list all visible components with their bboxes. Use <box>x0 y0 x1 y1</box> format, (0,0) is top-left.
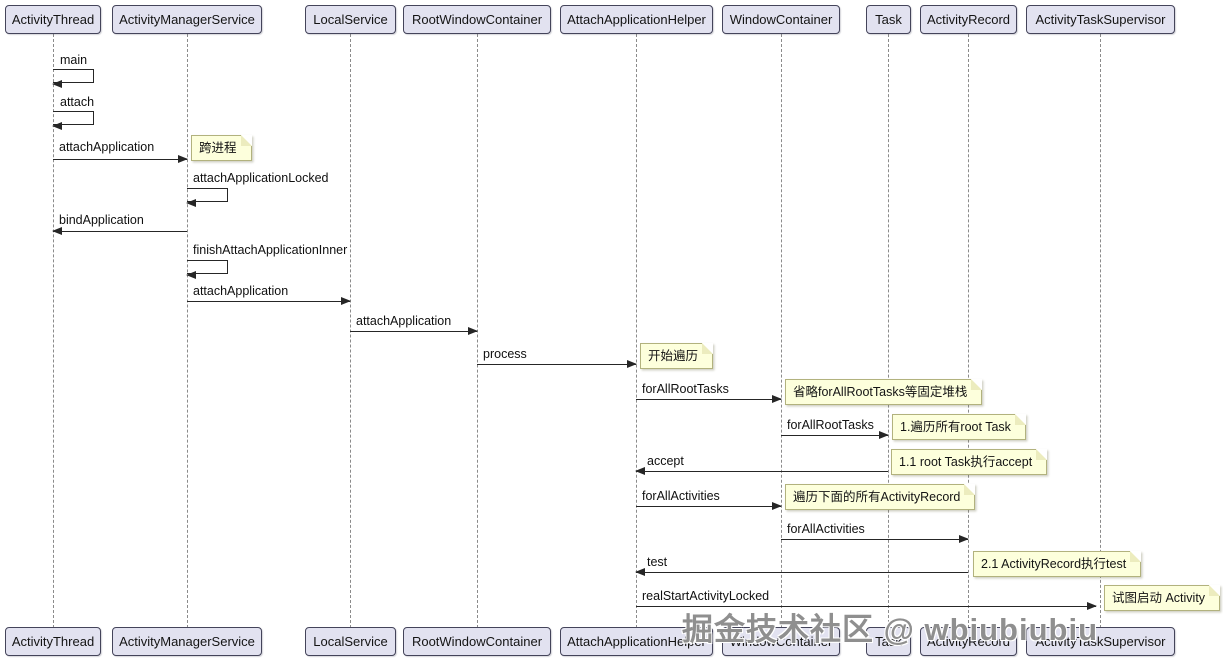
message-label-bindapplication: bindApplication <box>59 213 144 227</box>
note-root-task-accept: 1.1 root Task执行accept <box>891 449 1048 475</box>
participant-activitytasksupervisor-top: ActivityTaskSupervisor <box>1026 5 1175 34</box>
lifeline-attachapplicationhelper <box>636 34 637 628</box>
arrow-forallactivities-2 <box>781 535 969 543</box>
note-try-start-activity: 试图启动 Activity <box>1104 585 1221 611</box>
note-activityrecord-test: 2.1 ActivityRecord执行test <box>973 551 1142 577</box>
participant-attachapplicationhelper-bottom: AttachApplicationHelper <box>560 627 713 656</box>
self-arrow-attach <box>52 111 94 130</box>
participant-activitytasksupervisor-bottom: ActivityTaskSupervisor <box>1026 627 1175 656</box>
participant-localservice-bottom: LocalService <box>305 627 396 656</box>
message-label-forallroottasks-1: forAllRootTasks <box>642 382 729 396</box>
note-traverse-activityrecords: 遍历下面的所有ActivityRecord <box>785 484 976 510</box>
arrow-realstartactivitylocked <box>636 602 1097 610</box>
message-label-forallactivities-2: forAllActivities <box>787 522 865 536</box>
participant-localservice-top: LocalService <box>305 5 396 34</box>
participant-activitymanagerservice-bottom: ActivityManagerService <box>112 627 262 656</box>
arrow-accept <box>635 467 888 475</box>
note-traverse-root-tasks: 1.遍历所有root Task <box>892 414 1026 440</box>
message-label-attachapplicationlocked: attachApplicationLocked <box>193 171 329 185</box>
participant-rootwindowcontainer-bottom: RootWindowContainer <box>403 627 551 656</box>
arrow-attachapplication-1 <box>53 155 188 163</box>
watermark: 掘金技术社区 @ wbiubiubiu <box>682 612 1099 647</box>
self-arrow-finishattachapplicationinner <box>186 260 228 279</box>
note-skip-fixed-stacks: 省略forAllRootTasks等固定堆栈 <box>785 379 983 405</box>
message-label-test: test <box>647 555 668 569</box>
arrow-forallroottasks-2 <box>781 431 889 439</box>
participant-attachapplicationhelper-top: AttachApplicationHelper <box>560 5 713 34</box>
participant-task-bottom: Task <box>866 627 911 656</box>
arrow-test <box>635 568 968 576</box>
arrow-attachapplication-3 <box>350 327 478 335</box>
message-label-finishattachapplicationinner: finishAttachApplicationInner <box>193 243 348 257</box>
arrow-bindapplication <box>52 227 187 235</box>
message-label-attachapplication-3: attachApplication <box>356 314 452 328</box>
participant-activityrecord-top: ActivityRecord <box>920 5 1017 34</box>
participant-activitymanagerservice-top: ActivityManagerService <box>112 5 262 34</box>
lifeline-activitytasksupervisor <box>1100 34 1101 628</box>
message-label-forallroottasks-2: forAllRootTasks <box>787 418 874 432</box>
message-label-accept: accept <box>647 454 684 468</box>
self-arrow-main <box>52 69 94 88</box>
participant-task-top: Task <box>866 5 911 34</box>
lifeline-windowcontainer <box>781 34 782 628</box>
note-cross-process: 跨进程 <box>191 135 252 161</box>
arrow-process <box>477 360 637 368</box>
message-label-attachapplication-1: attachApplication <box>59 140 155 154</box>
arrow-attachapplication-2 <box>187 297 351 305</box>
message-label-main: main <box>60 53 88 67</box>
arrow-forallroottasks-1 <box>636 395 782 403</box>
lifeline-task <box>888 34 889 628</box>
participant-activityrecord-bottom: ActivityRecord <box>920 627 1017 656</box>
note-start-traversal: 开始遍历 <box>640 343 714 369</box>
participant-rootwindowcontainer-top: RootWindowContainer <box>403 5 551 34</box>
message-label-process: process <box>483 347 527 361</box>
message-label-realstartactivitylocked: realStartActivityLocked <box>642 589 770 603</box>
self-arrow-attachapplicationlocked <box>186 188 228 207</box>
message-label-attachapplication-2: attachApplication <box>193 284 289 298</box>
participant-windowcontainer-top: WindowContainer <box>722 5 840 34</box>
participant-windowcontainer-bottom: WindowContainer <box>722 627 840 656</box>
message-label-attach: attach <box>60 95 95 109</box>
lifeline-activitymanagerservice <box>187 34 188 628</box>
participant-activitythread-bottom: ActivityThread <box>5 627 101 656</box>
message-label-forallactivities-1: forAllActivities <box>642 489 720 503</box>
arrow-forallactivities-1 <box>636 502 782 510</box>
lifeline-activityrecord <box>968 34 969 628</box>
participant-activitythread-top: ActivityThread <box>5 5 101 34</box>
lifeline-activitythread <box>53 34 54 628</box>
